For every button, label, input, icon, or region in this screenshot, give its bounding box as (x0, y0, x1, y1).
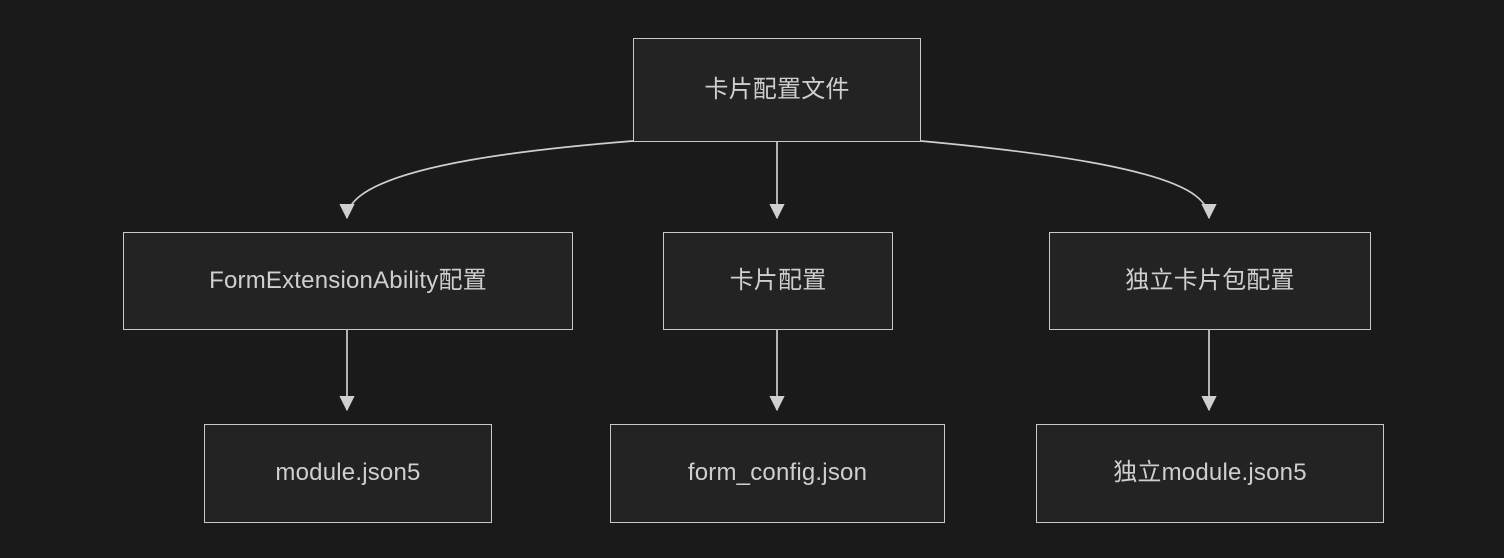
edge-root-to-standalone (920, 140, 1217, 220)
node-label: 独立module.json5 (1113, 459, 1307, 487)
node-label: form_config.json (687, 459, 868, 487)
node-form-config-json[interactable]: form_config.json (610, 424, 945, 523)
node-module-json5[interactable]: module.json5 (204, 424, 492, 523)
node-standalone-module-json5[interactable]: 独立module.json5 (1036, 424, 1384, 523)
edge-root-to-form-ext (339, 140, 634, 220)
node-label: 独立卡片包配置 (1125, 266, 1295, 294)
node-standalone-card-package-config[interactable]: 独立卡片包配置 (1049, 232, 1371, 330)
node-label: FormExtensionAbility配置 (209, 266, 487, 294)
node-card-config[interactable]: 卡片配置 (663, 232, 893, 330)
node-form-extension-ability-config[interactable]: FormExtensionAbility配置 (123, 232, 573, 330)
node-label: 卡片配置 (729, 266, 827, 294)
node-card-config-file[interactable]: 卡片配置文件 (633, 38, 921, 142)
node-label: module.json5 (275, 459, 421, 487)
node-label: 卡片配置文件 (704, 75, 850, 103)
